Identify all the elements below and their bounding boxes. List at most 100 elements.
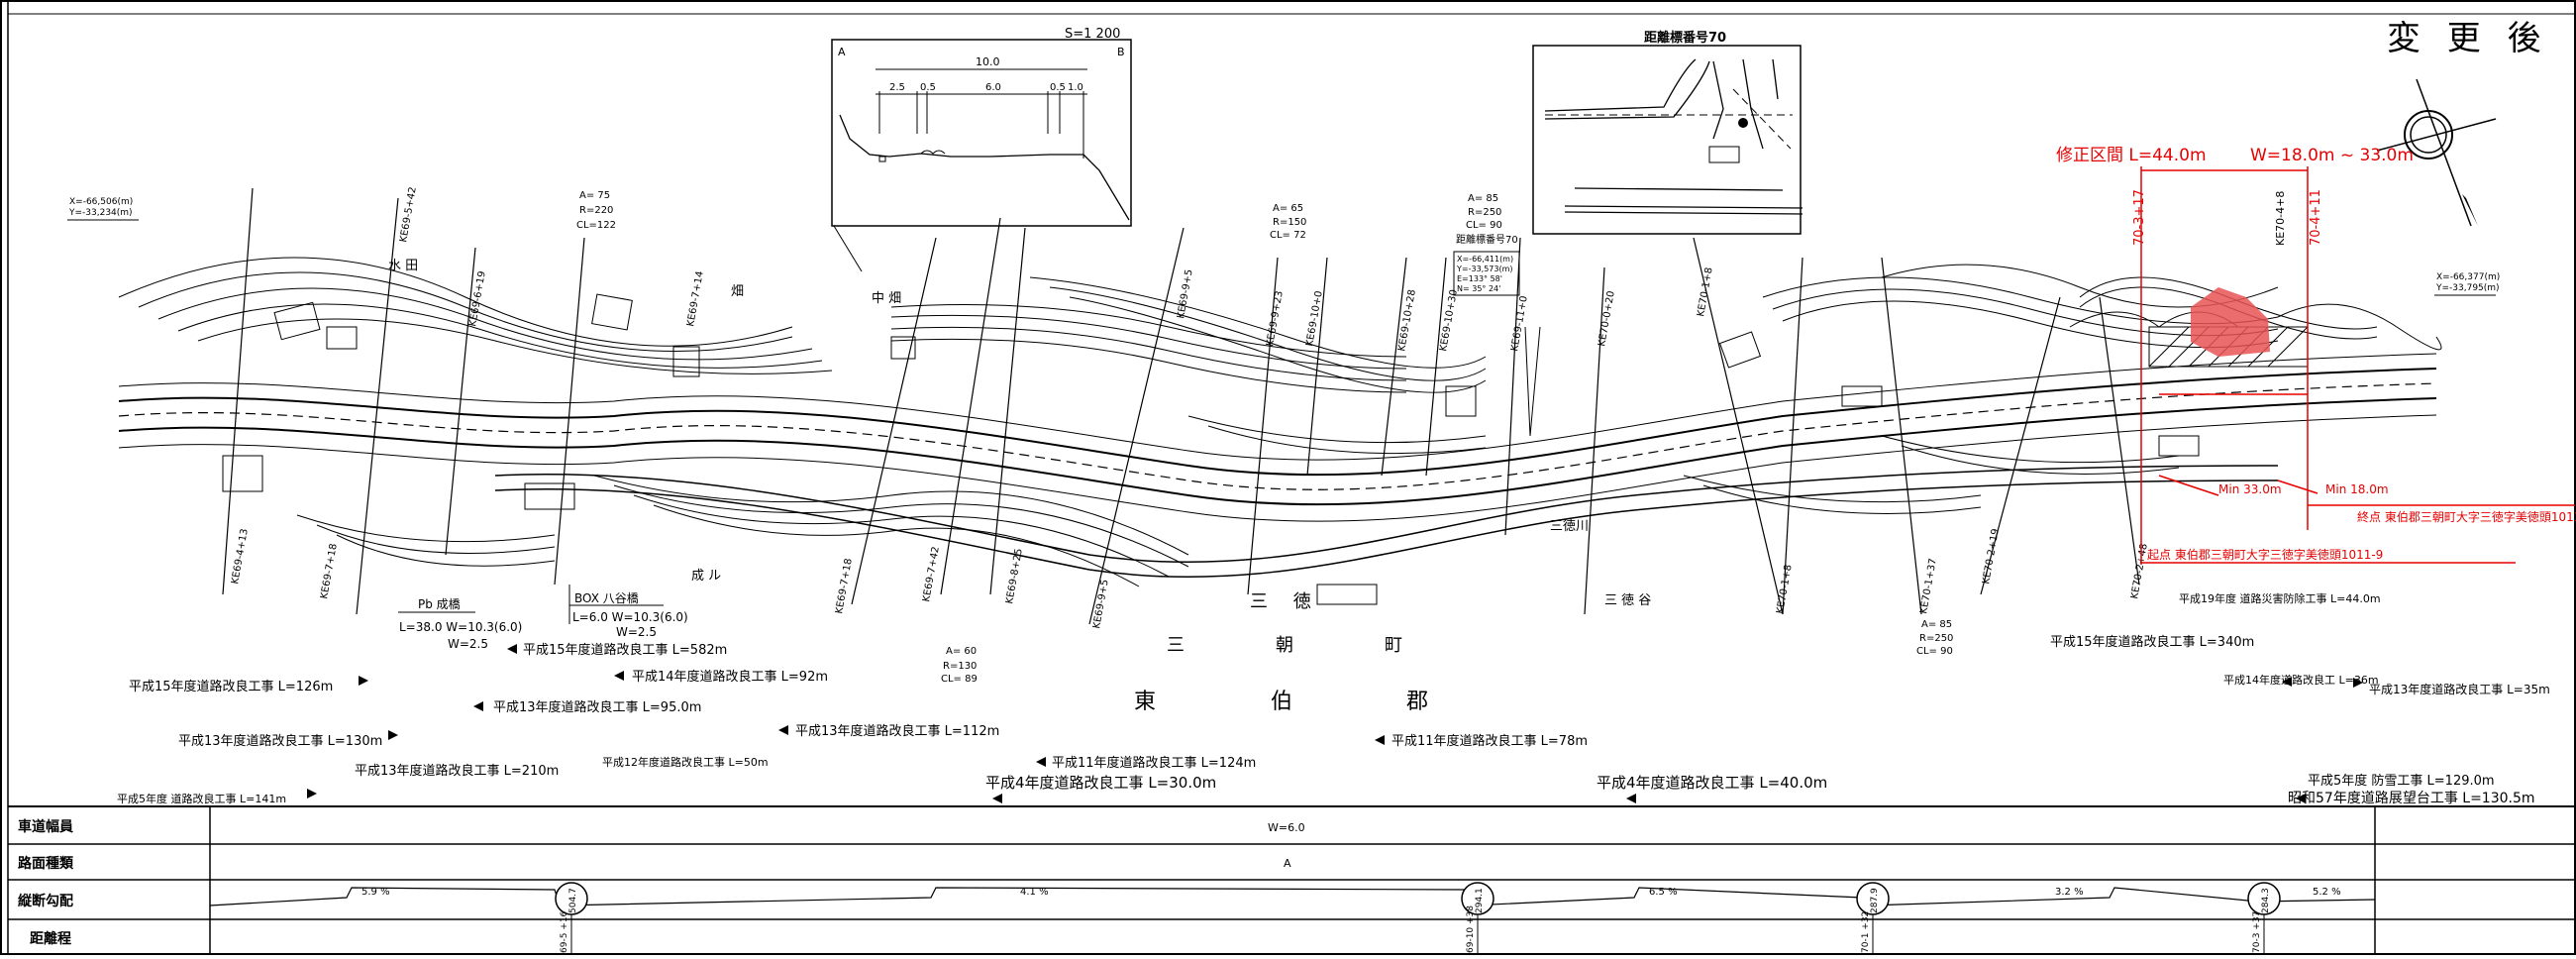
chainage-value: 69-10 +38 <box>1466 906 1476 953</box>
works-labels: 平成15年度道路改良工事 L=582m 平成14年度道路改良工事 L=92m 平… <box>117 591 2550 806</box>
section-dim-2: 0.5 <box>920 82 936 93</box>
gradient-value: 5.2 % <box>2313 887 2341 898</box>
station-label: KE69-9+23 <box>1265 290 1286 348</box>
place-naka: 中 畑 <box>872 291 901 306</box>
correction-width: W=18.0m ~ 33.0m <box>2250 146 2414 165</box>
marker-coord-x: X=-66,411(m) <box>1457 255 1513 264</box>
curve-r: R=250 <box>1919 633 1953 644</box>
chainage-value: 69-5 +16 <box>560 910 569 953</box>
bridge-box-width: W=2.5 <box>616 625 657 639</box>
station-label: KE69-7+42 <box>921 546 942 603</box>
station-label: KE70-2+19 <box>1981 528 2002 586</box>
marker-coord-e: E=133° 58' <box>1457 274 1502 283</box>
work-label: 平成13年度道路改良工事 L=35m <box>2369 682 2550 696</box>
table-width-value: W=6.0 <box>1268 821 1305 834</box>
gradient-value: 3.2 % <box>2055 887 2084 898</box>
work-label: 平成19年度 道路災害防除工事 L=44.0m <box>2179 591 2381 605</box>
bridge-pb-width: W=2.5 <box>448 637 488 651</box>
curve-r: R=150 <box>1273 217 1306 228</box>
curve-cl: CL= 89 <box>941 674 978 685</box>
curve-r: R=250 <box>1468 207 1501 218</box>
station-start: 70-3+17 <box>2132 189 2147 246</box>
county-char-1: 東 <box>1134 690 1156 714</box>
north-compass-icon <box>2376 78 2497 227</box>
place-seiru: 成 ル <box>691 569 721 584</box>
curve-a: A= 60 <box>946 646 977 657</box>
marker-label: 距離標番号70 <box>1456 233 1518 246</box>
work-label: 平成4年度道路改良工事 L=40.0m <box>1597 774 1827 792</box>
curve-cl: CL= 90 <box>1916 646 1953 657</box>
place-hatake: 畑 <box>731 284 744 299</box>
work-label: 平成5年度 道路改良工事 L=141m <box>117 792 286 805</box>
work-label: 平成12年度道路改良工事 L=50m <box>602 755 769 769</box>
station-label: KE69-8+25 <box>1004 548 1025 605</box>
end-point: 終点 東伯郡三朝町大字三徳字美徳頭1011-2 <box>2357 509 2576 524</box>
work-label: 平成14年度道路改良工 L=36m <box>2223 673 2379 687</box>
station-label: KE69-7+18 <box>834 558 855 615</box>
road-alignment <box>118 353 2437 579</box>
work-label: 平成13年度道路改良工事 L=112m <box>795 723 999 739</box>
curve-a: A= 85 <box>1921 619 1952 630</box>
curve-a: A= 85 <box>1468 193 1498 204</box>
place-names: 水 田 畑 中 畑 成 ル 三 徳 三徳川 三 徳 谷 三 朝 町 東 伯 郡 <box>388 259 1651 714</box>
town-char-1: 三 <box>1167 635 1185 656</box>
curve-a: A= 65 <box>1273 203 1303 214</box>
table-surface-value: A <box>1284 857 1291 870</box>
place-mitoku: 三 徳 <box>1250 591 1321 612</box>
coord-right-y: Y=-33,795(m) <box>2435 283 2500 293</box>
work-label: 平成14年度道路改良工事 L=92m <box>632 669 828 685</box>
bridge-pb-name: Pb 成橋 <box>418 597 461 611</box>
table-row-gradient: 縦断勾配 <box>18 893 73 909</box>
bridge-box-name: BOX 八谷橋 <box>574 591 639 605</box>
section-label-b: B <box>1117 46 1125 58</box>
min-right: Min 18.0m <box>2325 482 2389 496</box>
gradient-value: 6.5 % <box>1649 887 1678 898</box>
bridge-labels: Pb 成橋 L=38.0 W=10.3(6.0) W=2.5 BOX 八谷橋 L… <box>398 585 688 651</box>
work-label: 平成11年度道路改良工事 L=124m <box>1052 755 1256 771</box>
start-point: 起点 東伯郡三朝町大字三徳字美徳頭1011-9 <box>2147 547 2383 562</box>
section-total-width: 10.0 <box>976 55 1000 68</box>
correction-markup <box>2140 166 2575 565</box>
pvi-elevation: 287.9 <box>1870 888 1880 913</box>
station-label: KE69-11+0 <box>1509 295 1530 353</box>
scale-label: S=1 200 <box>1065 27 1120 42</box>
station-label: KE70-1+37 <box>1918 558 1939 615</box>
table-row-surface: 路面種類 <box>18 855 74 872</box>
section-dim-5: 1.0 <box>1068 82 1083 93</box>
work-label: 平成4年度道路改良工事 L=30.0m <box>985 774 1216 792</box>
profile-table: 車道幅員 路面種類 縦断勾配 距離程 W=6.0 A 5.9 % 4.1 % 6… <box>8 805 2575 955</box>
marker-coord-n: N= 35° 24' <box>1457 284 1500 293</box>
gradient-value: 4.1 % <box>1020 887 1049 898</box>
pvi-elevation: 504.7 <box>568 888 578 913</box>
work-label: 平成15年度道路改良工事 L=126m <box>129 679 333 694</box>
bridge-box-dims: L=6.0 W=10.3(6.0) <box>572 610 688 624</box>
marker-inset <box>1532 45 1803 235</box>
place-mitokudani: 三 徳 谷 <box>1604 593 1651 608</box>
section-dim-3: 6.0 <box>985 82 1001 93</box>
distance-marker-title: 距離標番号70 <box>1644 30 1726 46</box>
section-leader-line <box>833 225 863 272</box>
county-char-2: 伯 <box>1271 690 1292 714</box>
correction-interval: 修正区間 L=44.0m <box>2056 146 2207 165</box>
curve-data: A= 75 R=220 CL=122 A= 65 R=150 CL= 72 A=… <box>576 190 1953 685</box>
curve-a: A= 75 <box>579 190 610 201</box>
place-mitokugawa: 三徳川 <box>1550 519 1589 534</box>
work-label: 平成11年度道路改良工事 L=78m <box>1391 733 1588 749</box>
bridge-pb-dims: L=38.0 W=10.3(6.0) <box>399 620 522 634</box>
coord-left-x: X=-66,506(m) <box>69 197 133 207</box>
coord-right-x: X=-66,377(m) <box>2436 272 2500 282</box>
status-title: 変 更 後 <box>2387 19 2549 58</box>
station-label: KE69-10+28 <box>1396 289 1418 353</box>
station-label: KE69-10+30 <box>1438 289 1460 353</box>
work-label: 昭和57年度道路展望台工事 L=130.5m <box>2288 791 2535 806</box>
curve-r: R=130 <box>943 661 977 672</box>
station-label: KE69-5+42 <box>398 186 419 244</box>
station-label: KE69-9+5 <box>1176 268 1195 319</box>
marker-coord-box <box>1453 251 1520 296</box>
work-label: 平成5年度 防雪工事 L=129.0m <box>2308 773 2495 789</box>
station-mid: KE70-4+8 <box>2274 191 2287 246</box>
station-label: KE69-4+13 <box>230 528 251 586</box>
correction-area-fill <box>2191 287 2270 357</box>
